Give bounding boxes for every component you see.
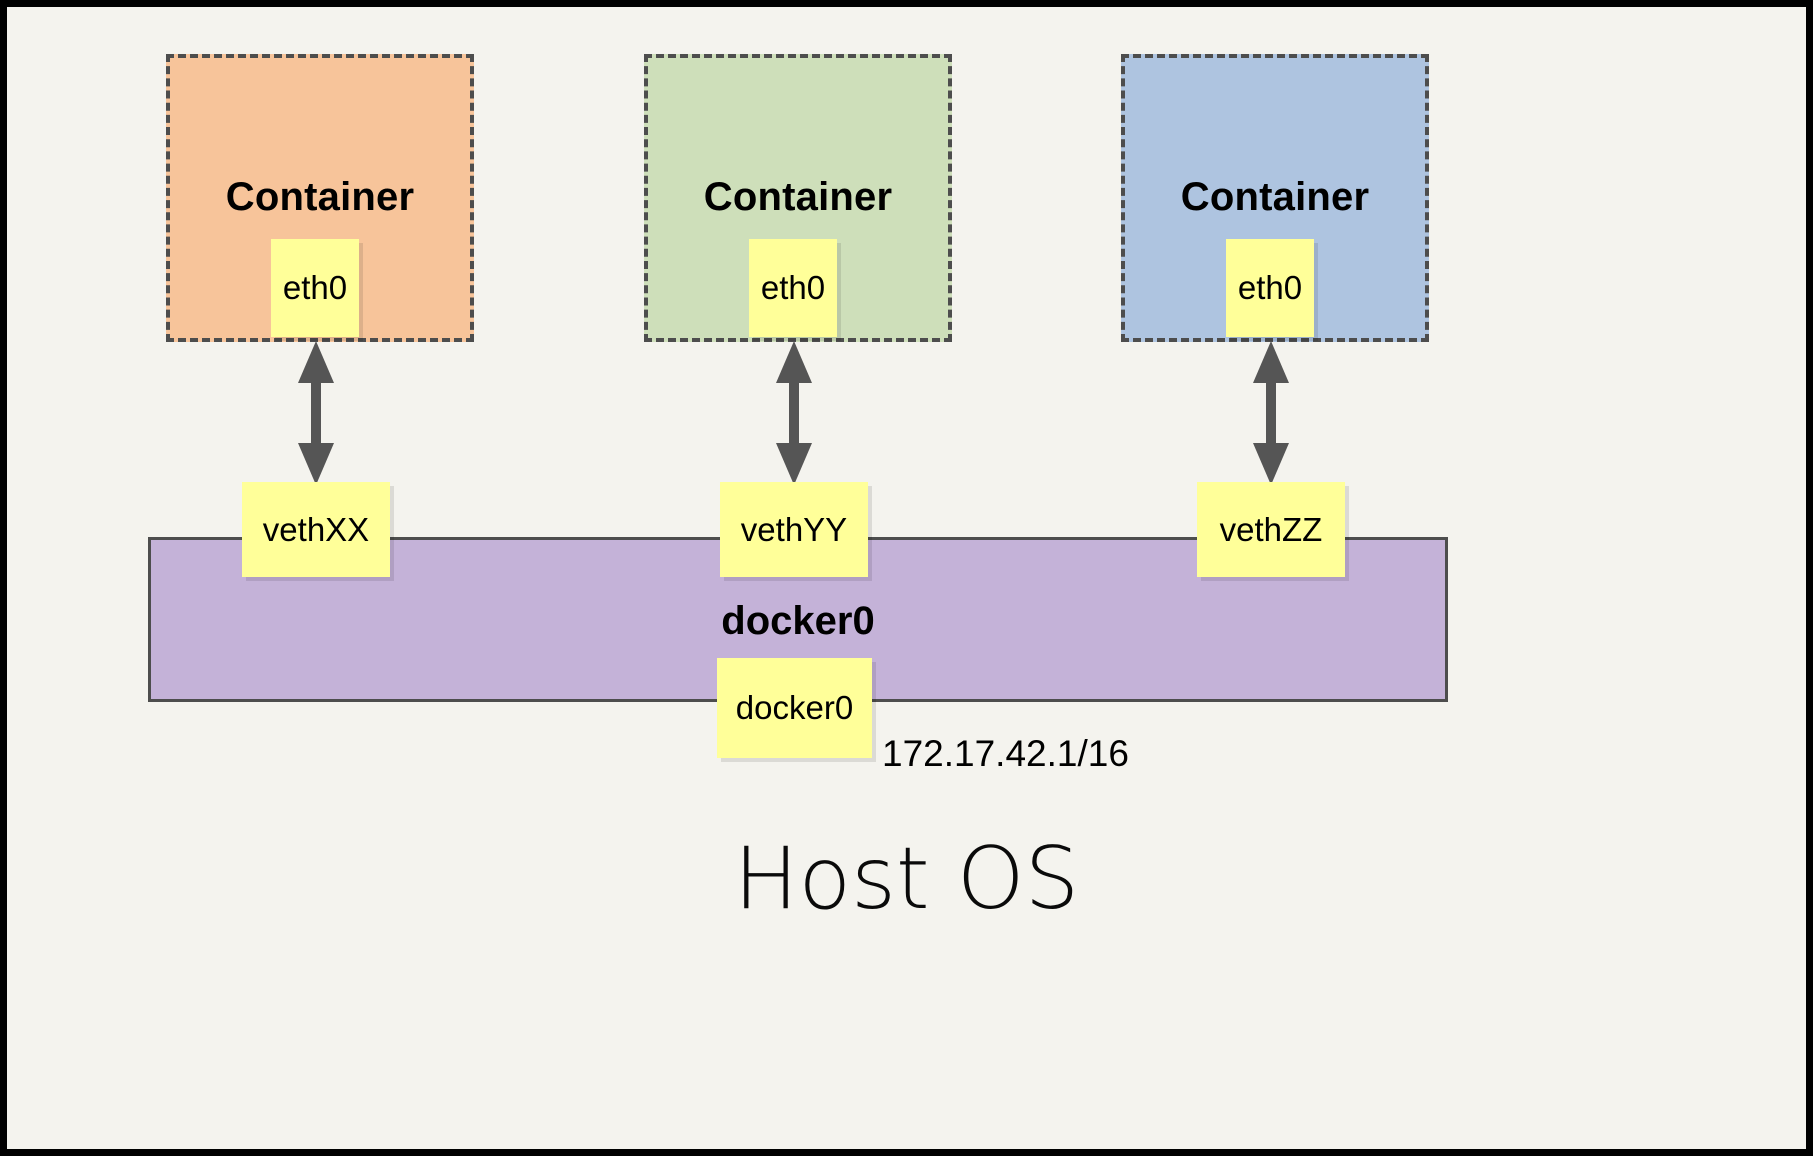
veth-link-arrow-3: [1253, 341, 1289, 485]
docker0-bar-label: docker0: [721, 599, 875, 643]
veth-box-2: vethYY: [720, 482, 868, 577]
veth-link-arrow-1: [298, 341, 334, 485]
veth-box-1: vethXX: [242, 482, 390, 577]
docker0-ip-label: 172.17.42.1/16: [882, 733, 1129, 774]
container-title-1: Container: [225, 175, 415, 219]
veth-link-arrow-2: [776, 341, 812, 485]
host-os-label: Host OS: [733, 829, 1080, 929]
container-eth0-2: eth0: [749, 239, 837, 337]
container-title-3: Container: [1180, 175, 1370, 219]
container-eth0-3: eth0: [1226, 239, 1314, 337]
container-title-2: Container: [703, 175, 893, 219]
container-box-3: [1121, 54, 1429, 342]
container-eth0-1: eth0: [271, 239, 359, 337]
veth-box-3: vethZZ: [1197, 482, 1345, 577]
docker0-interface-box: docker0: [717, 658, 872, 758]
